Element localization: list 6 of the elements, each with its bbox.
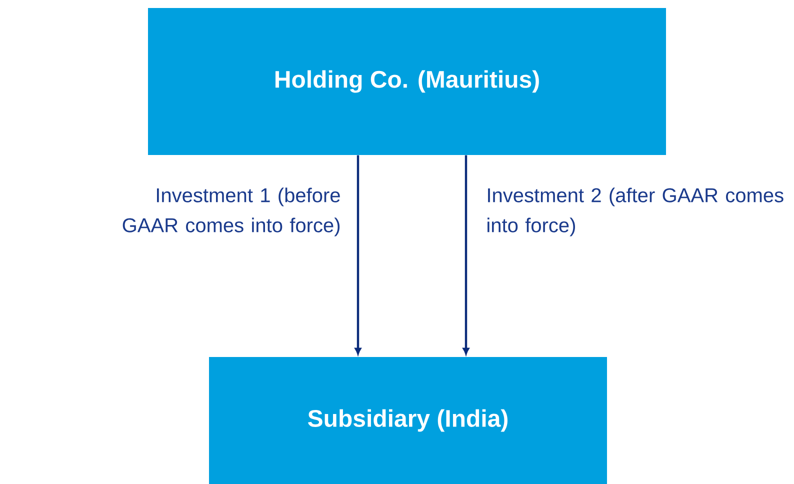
edge-label: Investment 1 (before GAAR comes into force) bbox=[122, 188, 340, 236]
entity-box: Holding Co. (Mauritius) bbox=[148, 8, 666, 155]
edge-label: Investment 2 (after GAAR comes into force) bbox=[488, 188, 784, 236]
arrow bbox=[462, 155, 470, 355]
arrow bbox=[354, 155, 362, 355]
entity-box: Subsidiary (India) bbox=[209, 357, 607, 484]
